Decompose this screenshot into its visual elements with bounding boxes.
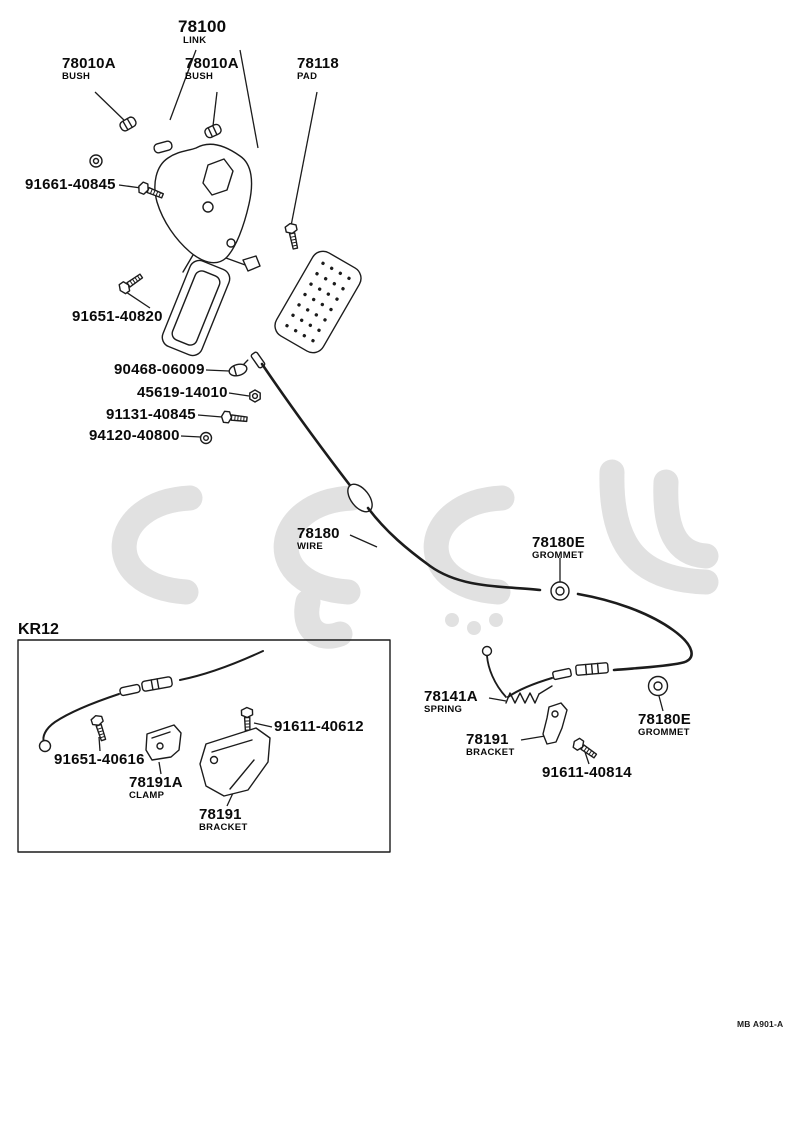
part-code: 78191	[199, 806, 242, 823]
label-91661-40845: 91661-40845	[25, 176, 116, 193]
grommet-mid	[550, 581, 570, 601]
inset-cable	[38, 650, 264, 753]
part-code: 78180E	[532, 534, 585, 551]
part-code: 78191	[466, 731, 509, 748]
nut-45619	[249, 389, 261, 403]
label-78141a-spring: 78141A SPRING	[424, 688, 478, 716]
part-code: 78010A	[185, 55, 239, 72]
part-code: 78180	[297, 525, 340, 542]
label-78180e-grommet-right: 78180E GROMMET	[638, 711, 691, 739]
part-code: 94120-40800	[89, 427, 180, 444]
cable-adjuster	[507, 662, 609, 698]
pad-pin	[283, 221, 302, 251]
watermark-dots	[445, 613, 503, 635]
part-name: BRACKET	[466, 747, 515, 759]
label-78010a-bush-left: 78010A BUSH	[62, 55, 116, 83]
part-name: GROMMET	[532, 550, 584, 562]
part-code: 78118	[297, 55, 339, 72]
part-code: 90468-06009	[114, 361, 205, 378]
label-78118-pad: 78118 PAD	[297, 55, 339, 83]
part-code: 91651-40820	[72, 308, 163, 325]
label-94120-40800: 94120-40800	[89, 427, 180, 444]
watermark	[111, 459, 719, 649]
label-78180-wire: 78180 WIRE	[297, 525, 340, 553]
part-code: 78100	[178, 17, 227, 36]
label-91651-40820: 91651-40820	[72, 308, 163, 325]
bushes	[89, 116, 222, 168]
part-name: LINK	[183, 35, 207, 47]
bracket-right	[542, 702, 568, 745]
doc-code: MB A901-A	[737, 1019, 784, 1029]
part-code: 78010A	[62, 55, 116, 72]
part-code: 45619-14010	[137, 384, 228, 401]
part-name: BUSH	[62, 71, 91, 83]
inset-bracket	[199, 727, 271, 797]
part-name: GROMMET	[638, 727, 690, 739]
label-45619-14010: 45619-14010	[137, 384, 228, 401]
label-78191-bracket-inset: 78191 BRACKET	[199, 806, 248, 834]
grommet-right	[647, 675, 669, 697]
part-name: PAD	[297, 71, 318, 83]
part-name: BRACKET	[199, 822, 248, 834]
return-spring	[505, 685, 553, 704]
label-78010a-bush-mid: 78010A BUSH	[185, 55, 239, 83]
label-78180e-grommet-mid: 78180E GROMMET	[532, 534, 585, 562]
label-91611-40612: 91611-40612	[274, 718, 364, 735]
bolt-91651-40616	[89, 713, 110, 743]
label-90468-06009: 90468-06009	[114, 361, 205, 378]
part-code: 91611-40814	[542, 764, 632, 781]
part-code: 91131-40845	[106, 406, 196, 423]
part-name: CLAMP	[129, 790, 165, 802]
leader-lines	[94, 49, 664, 807]
label-78100-link: 78100 LINK	[178, 17, 227, 47]
bolt-91651-40820	[116, 270, 146, 296]
label-91611-40814: 91611-40814	[542, 764, 632, 781]
inset-clamp	[145, 724, 182, 761]
part-code: 78191A	[129, 774, 183, 791]
inset-box	[17, 639, 391, 853]
cable-ball-end	[481, 645, 507, 698]
bolt-91131-40845	[220, 410, 249, 426]
accelerator-pad	[274, 250, 362, 354]
part-code: 91611-40612	[274, 718, 364, 735]
part-name: BUSH	[185, 71, 214, 83]
part-name: WIRE	[297, 541, 324, 553]
inset-code-kr12: KR12	[18, 621, 59, 638]
part-code: 78180E	[638, 711, 691, 728]
pedal-arm	[161, 254, 231, 357]
label-78191-bracket-right: 78191 BRACKET	[466, 731, 515, 759]
throttle-wire	[250, 351, 693, 672]
label-91651-40616: 91651-40616	[54, 751, 145, 768]
accelerator-link	[154, 143, 261, 272]
washer-94120	[199, 431, 213, 445]
label-91131-40845: 91131-40845	[106, 406, 196, 423]
part-code: 91661-40845	[25, 176, 116, 193]
label-78191a-clamp: 78191A CLAMP	[129, 774, 183, 802]
bolt-91611-40814	[570, 736, 600, 762]
part-name: SPRING	[424, 704, 463, 716]
part-code: 91651-40616	[54, 751, 145, 768]
wire-clamp-90468	[228, 359, 249, 377]
part-code: 78141A	[424, 688, 478, 705]
